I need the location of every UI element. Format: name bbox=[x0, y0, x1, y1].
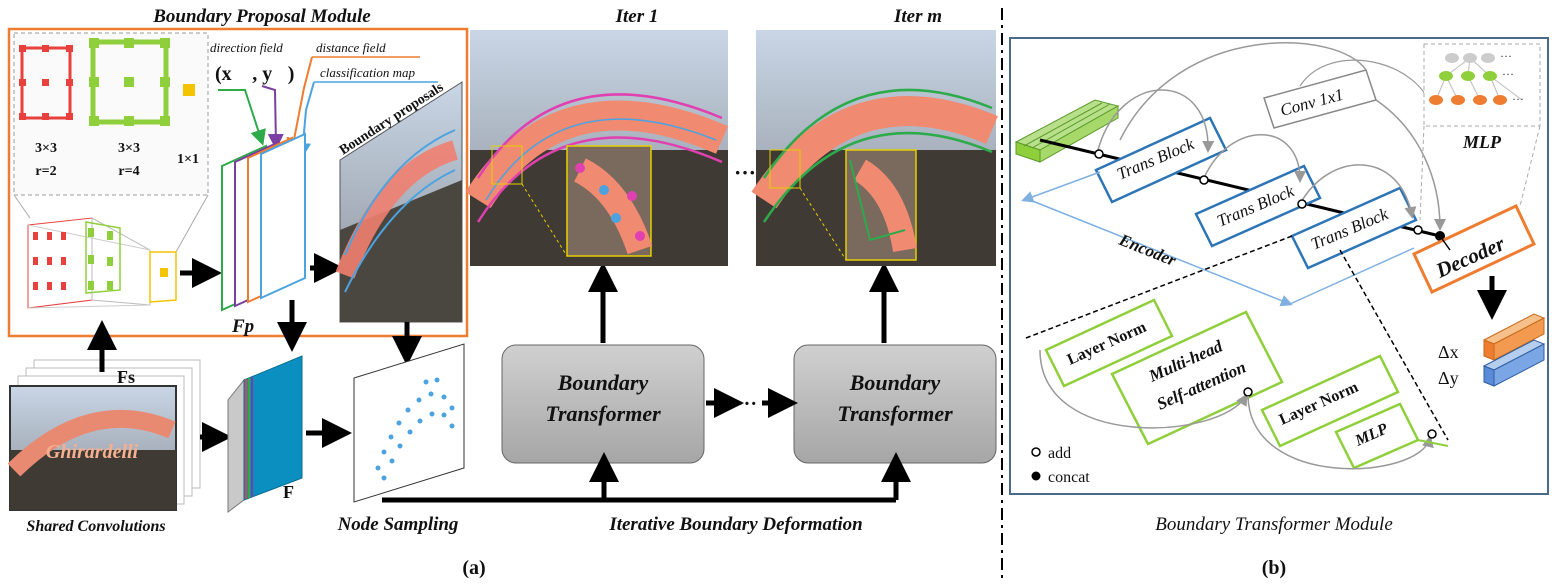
dilated-kernel-r4 bbox=[89, 38, 170, 126]
trans-block-1 bbox=[1094, 116, 1228, 204]
iterative-deformation-label: Iterative Boundary Deformation bbox=[608, 514, 862, 535]
fp-feature-maps bbox=[221, 132, 306, 312]
dilated-kernel-r2 bbox=[19, 45, 73, 120]
legend-concat-label: concat bbox=[1048, 469, 1090, 486]
btm-line1: Boundary bbox=[849, 370, 941, 395]
distance-field-label: distance field bbox=[316, 40, 386, 55]
node-sampling-panel bbox=[353, 343, 465, 503]
trans-block-3 bbox=[1290, 186, 1418, 270]
legend-concat-icon bbox=[1031, 471, 1041, 481]
iter-1-label: Iter 1 bbox=[615, 6, 659, 27]
shared-conv-label: Shared Convolutions bbox=[26, 518, 165, 535]
mlp-network-icon: ··· ··· ··· bbox=[1429, 49, 1524, 106]
layer-norm-2-box bbox=[1260, 354, 1400, 448]
kernel-rate-1: r=2 bbox=[35, 164, 56, 179]
fp-label: Fp bbox=[231, 316, 254, 337]
input-image-stack bbox=[7, 359, 201, 511]
delta-y-label: Δy bbox=[1438, 368, 1459, 388]
legend-add-icon bbox=[1031, 447, 1041, 457]
btm-line2: Transformer bbox=[837, 401, 953, 426]
kernel-1x1 bbox=[183, 84, 195, 96]
fs-label: Fs bbox=[117, 367, 135, 387]
kernel-rate-2: r=4 bbox=[118, 164, 139, 179]
kernel-size-1: 3×3 bbox=[35, 141, 57, 156]
direction-symbol: (x⃗ , y⃗) bbox=[215, 63, 294, 85]
svg-text:···: ··· bbox=[1512, 92, 1524, 106]
decoder-box bbox=[1412, 204, 1536, 294]
node-sampling-label: Node Sampling bbox=[337, 514, 459, 535]
bpm-title: Boundary Proposal Module bbox=[152, 6, 371, 27]
feature-block-f bbox=[227, 355, 303, 513]
kernel-size-3: 1×1 bbox=[177, 152, 199, 167]
btm-title: Boundary Transformer Module bbox=[1155, 514, 1393, 535]
delta-output-bars bbox=[1482, 313, 1546, 387]
classification-map-label: classification map bbox=[320, 65, 415, 80]
bpm-box bbox=[7, 27, 469, 338]
iter-1-image bbox=[465, 30, 728, 266]
boundary-proposals-image bbox=[335, 81, 463, 323]
trans-block-2 bbox=[1194, 164, 1322, 248]
input-image-word: Ghirardelli bbox=[46, 441, 139, 463]
ellipsis-between-iters: ··· bbox=[734, 160, 756, 185]
panel-a-label: (a) bbox=[462, 557, 485, 579]
svg-text:···: ··· bbox=[1500, 49, 1512, 63]
f-label: F bbox=[283, 482, 294, 502]
mlp-label: MLP bbox=[1462, 132, 1502, 152]
mhsa-box bbox=[1110, 310, 1284, 446]
legend-add-label: add bbox=[1048, 445, 1071, 462]
dilated-conv-cube bbox=[27, 217, 177, 309]
direction-field-label: direction field bbox=[210, 40, 283, 55]
svg-text:···: ··· bbox=[1502, 67, 1514, 81]
delta-x-label: Δx bbox=[1438, 342, 1459, 362]
input-token-bars bbox=[1014, 99, 1120, 163]
panel-b-label: (b) bbox=[1262, 557, 1286, 579]
layer-norm-1-box bbox=[1044, 298, 1174, 388]
kernel-size-2: 3×3 bbox=[118, 141, 140, 156]
ellipsis-between-transformers: ··· bbox=[737, 393, 757, 415]
iter-m-image bbox=[751, 30, 998, 266]
bt1-line2: Transformer bbox=[545, 401, 661, 426]
legend: add concat bbox=[1031, 445, 1090, 486]
iter-m-label: Iter m bbox=[893, 6, 942, 27]
bt1-line1: Boundary bbox=[557, 370, 649, 395]
